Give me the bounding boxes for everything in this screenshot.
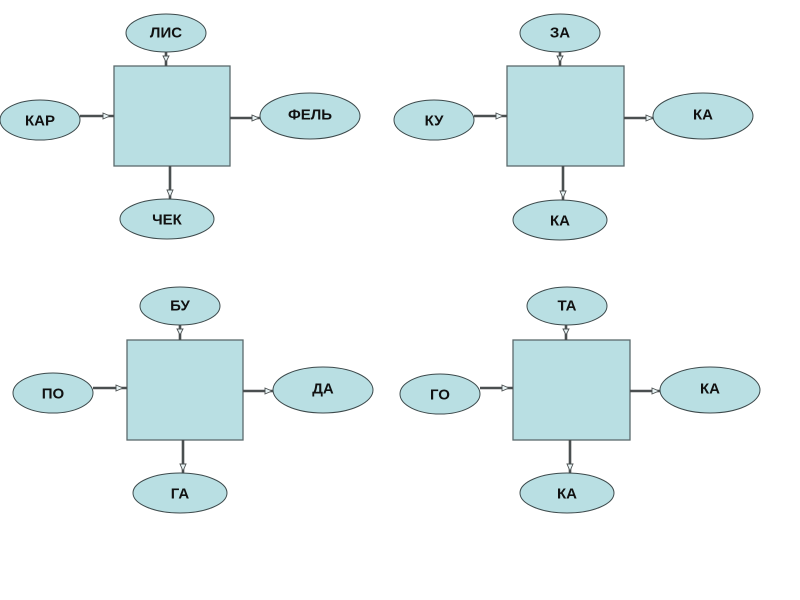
connector-top [562, 325, 570, 340]
node-right-label: ДА [312, 381, 334, 398]
node-bottom: КА [519, 472, 615, 514]
connector-right [624, 114, 655, 122]
center-box [126, 339, 244, 441]
connector-bottom [566, 440, 574, 473]
node-top: БУ [139, 286, 221, 326]
node-right: КА [659, 366, 761, 414]
connector-bottom [179, 440, 187, 473]
node-left-label: КАР [25, 113, 55, 130]
diagram-1: ЛИС КАР ФЕЛЬ ЧЕК [0, 13, 361, 240]
node-bottom-label: КА [550, 213, 570, 230]
node-top-label: ЗА [550, 25, 570, 42]
node-bottom: ГА [132, 472, 228, 514]
node-left: КАР [0, 99, 81, 141]
node-left: КУ [393, 99, 475, 141]
diagram-2: ЗА КУ КА КА [393, 13, 754, 241]
connector-bottom [166, 166, 174, 199]
node-bottom-label: ЧЕК [152, 212, 183, 229]
center-box [506, 65, 625, 167]
node-right-label: ФЕЛЬ [288, 107, 332, 124]
node-top: ТА [526, 286, 608, 326]
node-left: ПО [12, 372, 94, 414]
connector-top [176, 325, 184, 340]
node-bottom-label: КА [557, 486, 577, 503]
node-bottom: ЧЕК [119, 198, 215, 240]
connector-right [230, 114, 261, 122]
center-box [113, 65, 231, 167]
node-left: ГО [399, 373, 481, 415]
diagram-3: БУ ПО ДА ГА [12, 286, 374, 514]
node-top-label: ЛИС [150, 25, 182, 42]
node-top-label: БУ [170, 298, 190, 315]
node-top: ЛИС [125, 13, 207, 53]
center-box [512, 339, 631, 441]
connector-left [80, 112, 114, 120]
node-right-label: КА [700, 381, 720, 398]
connector-top [162, 52, 170, 66]
connector-left [474, 112, 507, 120]
connector-left [480, 384, 513, 392]
connector-bottom [559, 166, 567, 200]
node-left-label: ГО [430, 387, 450, 404]
node-right: КА [652, 92, 754, 140]
connector-right [630, 387, 661, 395]
node-bottom: КА [512, 199, 608, 241]
connector-right [243, 387, 274, 395]
node-right: ФЕЛЬ [259, 92, 361, 140]
node-bottom-label: ГА [171, 486, 190, 503]
connector-left [93, 384, 127, 392]
node-left-label: ПО [42, 386, 65, 403]
node-left-label: КУ [425, 113, 445, 130]
node-top: ЗА [519, 13, 601, 53]
node-right: ДА [272, 366, 374, 414]
connector-top [556, 52, 564, 66]
diagram-4: ТА ГО КА КА [399, 286, 761, 514]
node-top-label: ТА [557, 298, 576, 315]
node-right-label: КА [693, 107, 713, 124]
